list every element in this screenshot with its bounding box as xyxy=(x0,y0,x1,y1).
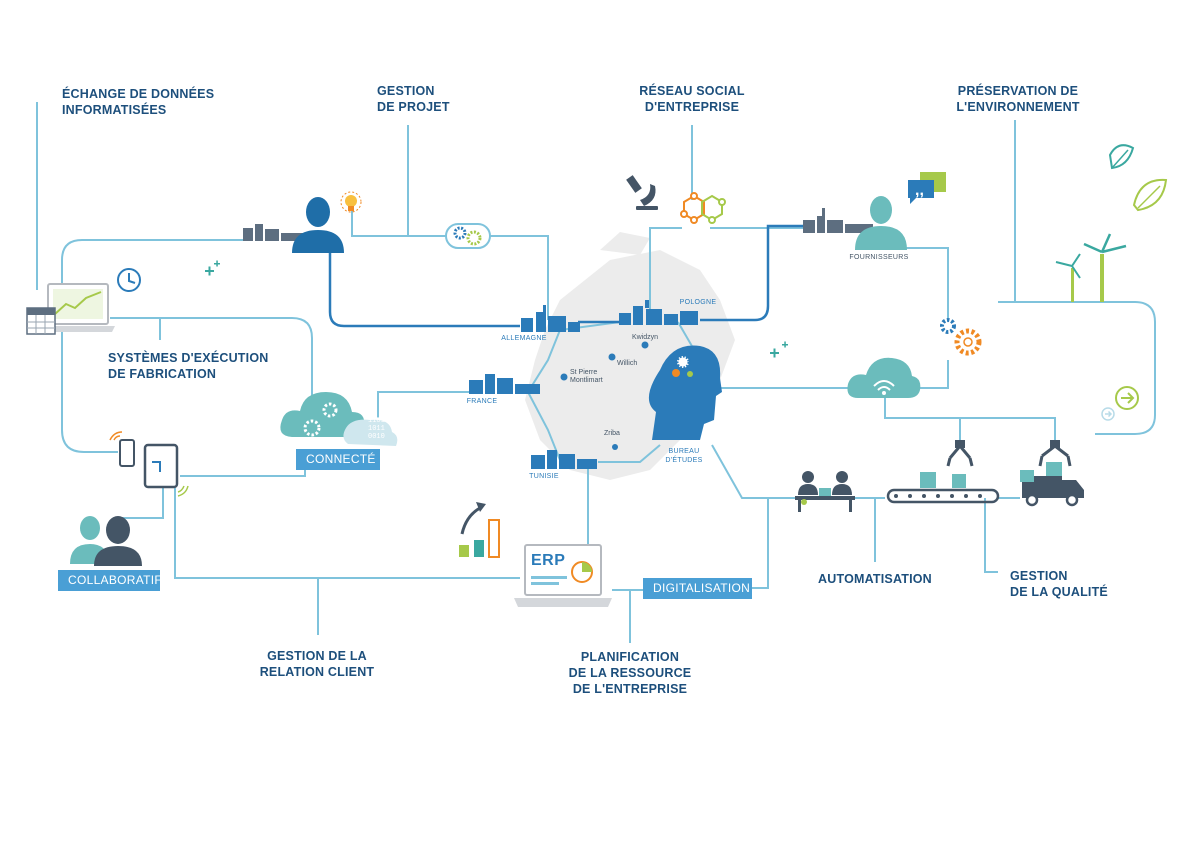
phone-icon xyxy=(119,439,135,467)
edi-to-tablet xyxy=(61,330,118,453)
tablet-to-cloud xyxy=(180,466,306,477)
gear-to-wifi xyxy=(918,360,949,389)
cloud-to-france xyxy=(377,391,470,418)
molecule-icon xyxy=(680,192,726,224)
cloud-gears-icon xyxy=(280,392,398,446)
city-dot-zriba xyxy=(612,444,618,450)
chat-bubbles-icon: ,, xyxy=(908,172,946,204)
site-fournisseurs: FOURNISSEURS xyxy=(849,254,909,261)
mes-to-cloud xyxy=(110,317,313,400)
city-dot-willich xyxy=(608,353,616,361)
sparkle-icon-2 xyxy=(770,341,788,358)
main-route xyxy=(328,224,805,328)
factory-icon-tunisie xyxy=(531,450,597,469)
city-kwidzyn: Kwidzyn xyxy=(632,334,659,341)
tag-connecte: CONNECTÉ xyxy=(296,449,380,470)
robot-arm-icon xyxy=(946,440,974,467)
label-mes: SYSTÈMES D'EXÉCUTION DE FABRICATION xyxy=(108,351,269,381)
svg-text:,,: ,, xyxy=(915,182,924,199)
sparkle-icon xyxy=(205,260,220,276)
qualite-leader xyxy=(984,498,998,573)
gear-icon xyxy=(940,318,982,356)
binary-text: 1101 1011 0010 xyxy=(368,417,385,441)
label-qualite: GESTION DE LA QUALITÉ xyxy=(1010,569,1108,599)
lightbulb-icon xyxy=(340,191,362,213)
wifi-signal-icon xyxy=(109,431,123,441)
leaf-icon xyxy=(1108,144,1135,170)
label-automatisation: AUTOMATISATION xyxy=(818,572,932,586)
tag-collaboratif: COLLABORATIF xyxy=(58,570,162,591)
wifi-signal-icon-2 xyxy=(177,485,189,497)
manager-person-icon xyxy=(292,197,344,253)
tunisie-bureau xyxy=(598,444,661,463)
tablet-to-collab xyxy=(115,488,164,519)
supplier-person-icon xyxy=(855,196,907,250)
engineer-head-icon xyxy=(648,345,722,440)
projet-to-allemagne-route xyxy=(328,250,520,328)
city-dot-st-pierre xyxy=(560,373,568,381)
site-tunisie: TUNISIE xyxy=(529,473,559,480)
truck-icon xyxy=(1020,470,1084,507)
factory-icon-fournisseurs xyxy=(803,208,873,233)
wind-turbine-icon xyxy=(1055,233,1127,302)
env-loop xyxy=(998,301,1156,435)
team-people-icon xyxy=(70,516,142,566)
bureau-to-auto xyxy=(711,444,768,499)
tag-digitalisation: DIGITALISATION xyxy=(643,578,752,599)
city-willich: Willich xyxy=(617,360,638,367)
projet-to-gears xyxy=(351,210,450,237)
arrow-circle-icon xyxy=(1115,386,1139,410)
conveyor-belt-icon xyxy=(886,472,1000,504)
erp-text: ERP xyxy=(531,552,566,569)
pologne-fournisseurs-route xyxy=(700,224,805,322)
workers-table-icon xyxy=(795,471,855,512)
reseau-to-pologne xyxy=(649,227,682,318)
france-allemagne xyxy=(527,321,621,393)
city-zriba: Zriba xyxy=(604,430,620,437)
label-reseau-social: RÉSEAU SOCIAL D'ENTREPRISE xyxy=(639,84,745,114)
factory-icon-allemagne xyxy=(521,305,580,332)
edi-laptop-icon xyxy=(42,283,115,332)
site-pologne: POLOGNE xyxy=(679,299,717,306)
digital-to-auto xyxy=(752,497,795,589)
label-preservation: PRÉSERVATION DE L'ENVIRONNEMENT xyxy=(956,84,1080,114)
site-bureau: BUREAU D'ÉTUDES xyxy=(665,448,703,464)
city-dot-kwidzyn xyxy=(641,341,649,349)
label-edi: ÉCHANGE DE DONNÉES INFORMATISÉES xyxy=(62,87,215,117)
tablet-to-erp xyxy=(174,488,520,579)
calendar-icon xyxy=(26,307,56,335)
label-erp-planning: PLANIFICATION DE LA RESSOURCE DE L'ENTRE… xyxy=(568,650,692,696)
site-allemagne: ALLEMAGNE xyxy=(501,335,547,342)
factory-icon-pologne xyxy=(619,300,698,325)
microscope-icon xyxy=(626,175,658,210)
factory-icon-france xyxy=(469,374,540,394)
gears-pill-icon xyxy=(445,223,491,249)
clock-icon xyxy=(117,268,141,292)
edi-to-projet xyxy=(61,239,245,296)
site-france: FRANCE xyxy=(466,398,498,405)
label-crm: GESTION DE LA RELATION CLIENT xyxy=(259,649,375,679)
erp-laptop-icon xyxy=(514,544,612,607)
tablet-icon xyxy=(143,443,179,489)
factory-icon-projet xyxy=(243,224,306,241)
robot-arm-icon-2 xyxy=(1038,440,1072,476)
arrow-circle-icon-small xyxy=(1101,407,1115,421)
gears-to-allemagne xyxy=(490,235,549,320)
label-gestion-projet: GESTION DE PROJET xyxy=(377,84,450,114)
city-dots xyxy=(560,341,649,450)
wifi-to-robot xyxy=(884,395,1056,440)
leaf-icon-2 xyxy=(1132,178,1168,212)
growth-chart-icon xyxy=(459,502,500,558)
wifi-cloud-icon xyxy=(847,357,921,398)
city-st-pierre: St Pierre Montlimart xyxy=(570,369,603,384)
